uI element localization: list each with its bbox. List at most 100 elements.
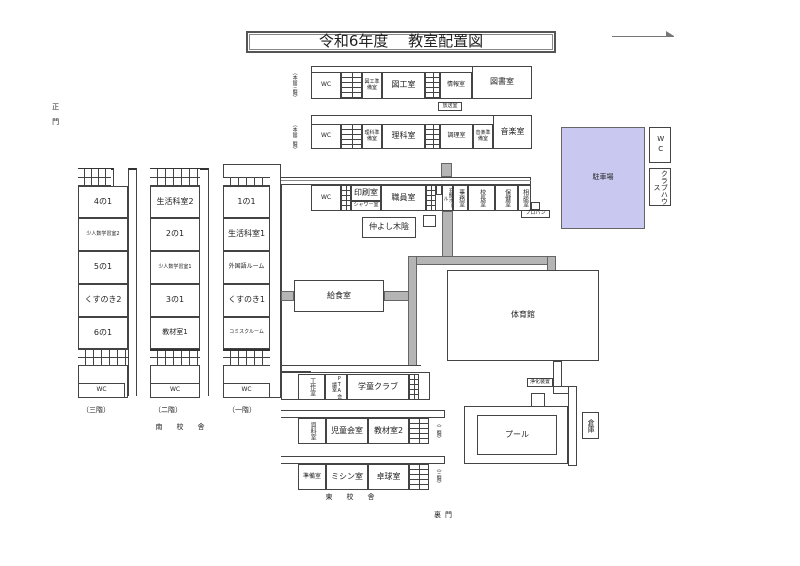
room-joho: 情報室 xyxy=(440,72,472,99)
east-building-label: 東 校 舎 xyxy=(325,493,375,502)
south-3f-label: （三階） xyxy=(82,406,110,415)
east-3f-label: （三階） xyxy=(435,466,442,486)
joka-sochi: 浄化装置 xyxy=(527,378,553,387)
room-3f-5: 6の1 xyxy=(78,317,128,349)
main-gate-label: 正門 xyxy=(51,103,60,133)
room-ongaku-prep: 音楽準備室 xyxy=(473,124,493,149)
room-jimu: 事務室 xyxy=(453,185,468,211)
room-2f-2: 2の1 xyxy=(150,218,200,251)
room-1f-1: 1の1 xyxy=(223,186,270,218)
east-1f-stairs xyxy=(409,374,419,400)
main-corridor-line xyxy=(281,180,531,181)
room-1f-wc: WC xyxy=(223,383,270,398)
room-2f-1: 生活科室2 xyxy=(150,186,200,218)
room-wc-3f: WC xyxy=(311,72,341,99)
room-kocho: 校長室 xyxy=(468,185,495,211)
room-mishin: ミシン室 xyxy=(326,464,368,490)
stairs-1f-center xyxy=(426,185,436,211)
corridor-kyushoku-west xyxy=(281,291,294,301)
room-3f-1: 4の1 xyxy=(78,186,128,218)
room-wc-1f: WC xyxy=(311,185,341,211)
room-junbi: 準備室 xyxy=(298,464,326,490)
stairs-2f-center xyxy=(425,124,440,149)
corridor-pool-vert xyxy=(568,386,577,466)
wc-outdoor: WC xyxy=(649,127,671,163)
stairs-1f-west xyxy=(341,185,351,211)
south-1f-stairs-bottom-mid xyxy=(223,357,270,358)
small-box xyxy=(423,215,436,227)
taiikukan: 体育館 xyxy=(447,270,599,361)
kyushoku: 給食室 xyxy=(327,290,351,300)
east-2f-label: （二階） xyxy=(435,421,442,441)
nakayoshi-kokage: 仲よし木陰 xyxy=(362,217,416,238)
room-3f-wc: WC xyxy=(78,383,125,398)
south-3f-stairs-midline xyxy=(78,177,111,178)
room-2f-3: 少人数学習室1 xyxy=(150,251,200,284)
courtyard-east-wall xyxy=(281,365,421,366)
propane-label: プロパン xyxy=(521,210,550,218)
room-rika-prep: 理科準備室 xyxy=(362,124,382,149)
room-genkan: 玄関ホール xyxy=(442,185,454,211)
east-2f-corridor xyxy=(281,410,445,418)
south-2f-label: （二階） xyxy=(154,406,182,415)
room-kosaku: 工作室 xyxy=(298,374,325,400)
room-insatsu: 印刷室 xyxy=(351,185,381,201)
room-kyozai2: 教材室2 xyxy=(368,418,409,444)
corridor-gym-west xyxy=(408,256,417,366)
stairs-3f-west xyxy=(341,72,362,99)
south-3f-right-wall xyxy=(128,168,137,396)
back-gate-label: 裏門 xyxy=(434,511,456,520)
main-corridor xyxy=(281,177,531,185)
corridor-gym-pool xyxy=(553,361,562,387)
north-arrow xyxy=(612,36,674,37)
room-jidokai: 児童会室 xyxy=(326,418,368,444)
title-box xyxy=(246,31,556,53)
room-takkyu: 卓球室 xyxy=(368,464,409,490)
room-wc-2f: WC xyxy=(311,124,341,149)
room-2f-4: 3の1 xyxy=(150,284,200,317)
room-2f-wc: WC xyxy=(150,383,200,398)
south-2f-right-wall xyxy=(200,168,209,396)
room-shokuin: 職員室 xyxy=(381,185,426,211)
east-3f-corridor xyxy=(281,456,445,464)
south-2f-stairs-bottom-mid xyxy=(150,357,200,358)
room-ongaku: 音楽室 xyxy=(493,115,532,149)
parking: 駐車場 xyxy=(561,127,645,229)
page-title: 令和6年度 教室配置図 xyxy=(318,32,484,51)
stairs-3f-center xyxy=(425,72,440,99)
south-3f-stairs-bottom-mid xyxy=(78,357,128,358)
room-3f-4: くすのき2 xyxy=(78,284,128,317)
kyushoku-building xyxy=(294,280,384,312)
room-zuko-prep: 図工準備室 xyxy=(362,72,382,99)
room-pta: PTA会議室 xyxy=(325,374,347,400)
south-2f-stairs-midline xyxy=(150,177,200,178)
south-1f-stairs-top xyxy=(223,177,270,186)
room-zuko: 図工室 xyxy=(382,72,425,99)
south-1f-label: （一階） xyxy=(228,406,256,415)
corridor-gym-top xyxy=(408,256,556,265)
soko: 倉庫 xyxy=(582,412,599,439)
room-3f-2: 少人数学習室2 xyxy=(78,218,128,251)
room-chori: 調理室 xyxy=(440,124,473,149)
east-3f-stairs xyxy=(409,464,429,490)
room-1f-2: 生活科室1 xyxy=(223,218,270,251)
room-rika: 理科室 xyxy=(382,124,425,149)
propane-tank xyxy=(531,202,540,210)
room-1f-5: コミスクルーム xyxy=(223,317,270,349)
corridor-honkan-north xyxy=(441,163,452,177)
room-1f-4: くすのき1 xyxy=(223,284,270,317)
honkan-3f-label: （本館三階） xyxy=(291,70,298,100)
room-shower: シャワー室 xyxy=(351,201,381,211)
east-2f-stairs xyxy=(409,418,429,444)
clubhouse: クラブハウス xyxy=(649,168,671,206)
pool: プール xyxy=(477,415,557,455)
room-shiryo: 資料室 xyxy=(298,418,326,444)
room-sodan: 相談室 xyxy=(518,185,531,211)
corridor-entrance-south xyxy=(442,211,453,257)
corridor-kyushoku-east xyxy=(384,291,409,301)
room-gakudo: 学童クラブ xyxy=(347,374,409,400)
north-arrow-head-icon xyxy=(666,31,674,36)
room-hoken: 保健室 xyxy=(495,185,518,211)
room-hoso: 放送室 xyxy=(438,102,462,111)
south-building-label: 南 校 舎 xyxy=(155,423,205,432)
